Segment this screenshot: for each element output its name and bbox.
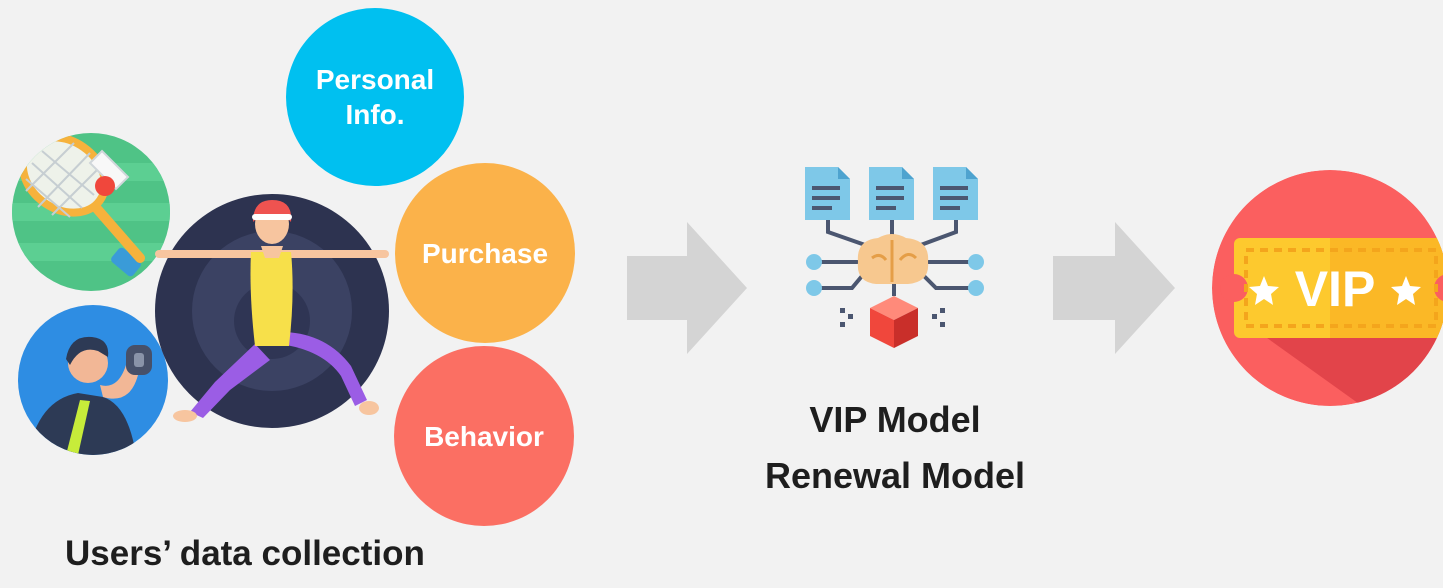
yoga-woman-icon [155, 194, 389, 428]
personal-info-label-line1: Personal [315, 64, 435, 95]
model-caption: VIP Model Renewal Model [720, 392, 1070, 504]
vip-ticket-icon: VIP [1212, 170, 1443, 406]
vip-badge-text: VIP [1295, 261, 1376, 317]
arrow-right-icon [1053, 222, 1175, 354]
ai-brain-model-icon [805, 167, 984, 348]
personal-info-label-line2: Info. [345, 99, 405, 130]
fitness-weightlifting-icon [18, 305, 168, 455]
behavior-label: Behavior [424, 420, 544, 452]
badminton-icon [12, 133, 170, 291]
purchase-bubble: Purchase [395, 163, 575, 343]
personal-info-bubble: Personal Info. [286, 8, 464, 186]
purchase-label: Purchase [421, 237, 549, 269]
arrow-right-icon [627, 222, 747, 354]
vip-model-label: VIP Model [809, 399, 981, 440]
renewal-model-label: Renewal Model [764, 454, 1026, 496]
behavior-bubble: Behavior [394, 346, 574, 526]
users-data-caption: Users’ data collection [65, 534, 425, 573]
